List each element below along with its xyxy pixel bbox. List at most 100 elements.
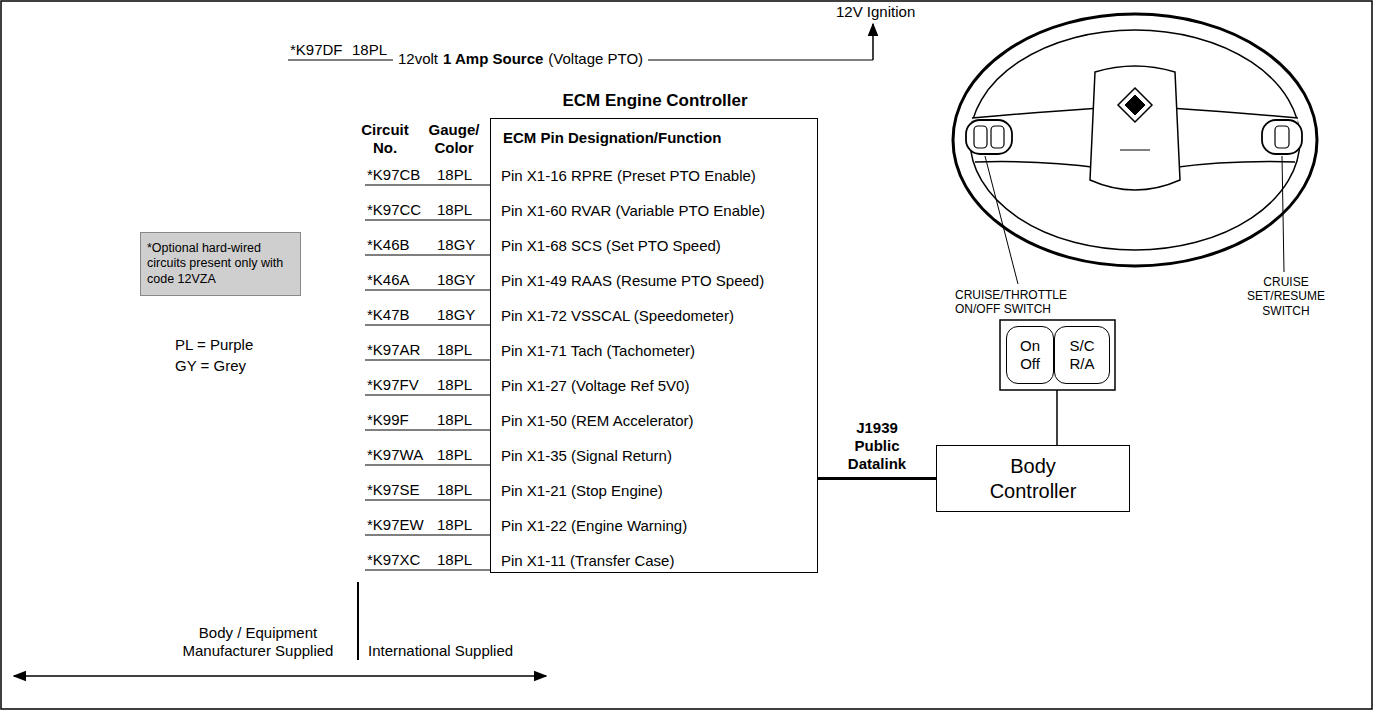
left-pad-button xyxy=(991,126,1004,148)
right-pad-button xyxy=(1275,126,1289,148)
wheel-spoke-left xyxy=(972,108,1100,168)
node-text: On Off xyxy=(1014,337,1047,373)
switch-label: CRUISE SET/RESUME SWITCH xyxy=(1244,275,1328,318)
body-controller-box: Body Controller xyxy=(936,445,1130,512)
switch-wire xyxy=(1056,390,1058,445)
wire-gauge: 18PL xyxy=(437,376,472,394)
switch-housing xyxy=(1000,320,1115,390)
pin-function: Pin X1-68 SCS (Set PTO Speed) xyxy=(501,237,721,254)
circuit-number: *K97CC xyxy=(367,201,421,219)
circuit-underline xyxy=(365,429,490,430)
wheel-rim-outer xyxy=(953,14,1317,266)
pin-function: Pin X1-11 (Transfer Case) xyxy=(501,552,674,569)
circuit-number: *K99F xyxy=(367,411,409,429)
pin-function: Pin X1-27 (Voltage Ref 5V0) xyxy=(501,377,689,394)
edge-label: J1939 Public Datalink xyxy=(837,419,917,473)
wheel-hub xyxy=(1090,66,1180,190)
supply-text: 12volt xyxy=(398,50,438,67)
circuit-number: *K97AR xyxy=(367,341,420,359)
supply-arrow xyxy=(14,675,546,677)
right-switch-pad xyxy=(1262,120,1302,154)
circuit-underline xyxy=(365,499,490,500)
circuit-underline xyxy=(365,324,490,325)
wire-gauge: 18PL xyxy=(437,341,472,359)
wire-gauge: 18PL xyxy=(352,41,387,59)
supply-text: (Voltage PTO) xyxy=(548,50,643,67)
circuit-number: *K46A xyxy=(367,271,410,289)
circuit-underlines xyxy=(365,185,490,570)
wire-gauge: 18GY xyxy=(437,271,475,289)
left-pad-button xyxy=(974,126,987,148)
circuit-number: *K47B xyxy=(367,306,410,324)
pin-function: Pin X1-21 (Stop Engine) xyxy=(501,482,663,499)
switch-button: On Off xyxy=(1006,326,1054,384)
wire-gauge: 18PL xyxy=(437,516,472,534)
wire-gauge: 18PL xyxy=(437,481,472,499)
ignition-arrow xyxy=(872,24,874,60)
circuit-underline xyxy=(365,569,490,570)
pin-function: Pin X1-22 (Engine Warning) xyxy=(501,517,687,534)
column-heading: ECM Pin Designation/Function xyxy=(503,129,721,146)
hub-emblem xyxy=(1118,88,1152,122)
node-text: S/C R/A xyxy=(1063,337,1102,373)
pin-function: Pin X1-35 (Signal Return) xyxy=(501,447,672,464)
switch-label: CRUISE/THROTTLE ON/OFF SWITCH xyxy=(955,288,1077,317)
circuit-underline xyxy=(365,289,490,290)
wire-gauge: 18PL xyxy=(437,166,472,184)
steering-wheel xyxy=(953,14,1317,266)
wheel-rim-inner xyxy=(970,30,1300,250)
wire-gauge: 18PL xyxy=(437,201,472,219)
circuit-underline xyxy=(365,534,490,535)
supply-divider xyxy=(357,582,359,660)
datalink-connector xyxy=(818,477,936,480)
note-box: *Optional hard-wired circuits present on… xyxy=(140,232,301,296)
color-key: GY = Grey xyxy=(175,357,246,375)
box-heading: ECM Engine Controller xyxy=(471,91,839,111)
hub-emblem-core xyxy=(1125,95,1145,115)
pin-function: Pin X1-72 VSSCAL (Speedometer) xyxy=(501,307,734,324)
color-key: PL = Purple xyxy=(175,336,253,354)
pin-function: Pin X1-71 Tach (Tachometer) xyxy=(501,342,695,359)
node-text: Body Controller xyxy=(973,454,1093,504)
ecm-box: ECM Engine ControllerECM Pin Designation… xyxy=(490,118,818,573)
column-heading: Circuit No. xyxy=(352,121,418,157)
wire-gauge: 18GY xyxy=(437,236,475,254)
circuit-underline xyxy=(288,59,393,60)
circuit-underline xyxy=(365,394,490,395)
supply-note: Body / Equipment Manufacturer Supplied xyxy=(168,624,348,660)
circuit-number: *K97EW xyxy=(367,516,424,534)
wire-gauge: 18GY xyxy=(437,306,475,324)
pin-function: Pin X1-49 RAAS (Resume PTO Speed) xyxy=(501,272,764,289)
supply-text: 1 Amp Source xyxy=(443,50,543,67)
pin-function: Pin X1-50 (REM Accelerator) xyxy=(501,412,694,429)
circuit-underline xyxy=(365,254,490,255)
circuit-underline xyxy=(365,184,490,185)
switch-button: S/C R/A xyxy=(1054,326,1110,384)
wire-gauge: 18PL xyxy=(437,411,472,429)
node-text: *Optional hard-wired circuits present on… xyxy=(147,241,294,288)
circuit-number: *K97WA xyxy=(367,446,423,464)
leader-line xyxy=(985,156,1018,284)
circuit-underline xyxy=(365,359,490,360)
supply-source-text: 12volt 1 Amp Source (Voltage PTO) xyxy=(395,50,646,67)
pin-function: Pin X1-16 RPRE (Preset PTO Enable) xyxy=(501,167,756,184)
circuit-underline xyxy=(365,464,490,465)
supply-note: International Supplied xyxy=(368,642,513,660)
leader-line xyxy=(1282,156,1284,272)
circuit-number: *K46B xyxy=(367,236,410,254)
circuit-number: *K97CB xyxy=(367,166,420,184)
pin-function: Pin X1-60 RVAR (Variable PTO Enable) xyxy=(501,202,765,219)
source-wire xyxy=(648,59,873,60)
hub-mark xyxy=(1120,150,1150,151)
column-heading: Gauge/ Color xyxy=(424,121,484,157)
circuit-number: *K97DF xyxy=(290,41,343,59)
circuit-number: *K97FV xyxy=(367,376,419,394)
circuit-number: *K97XC xyxy=(367,551,420,569)
supply-label: 12V Ignition xyxy=(836,3,915,21)
wire-gauge: 18PL xyxy=(437,446,472,464)
wire-gauge: 18PL xyxy=(437,551,472,569)
left-switch-pad xyxy=(966,120,1012,154)
circuit-underline xyxy=(365,219,490,220)
